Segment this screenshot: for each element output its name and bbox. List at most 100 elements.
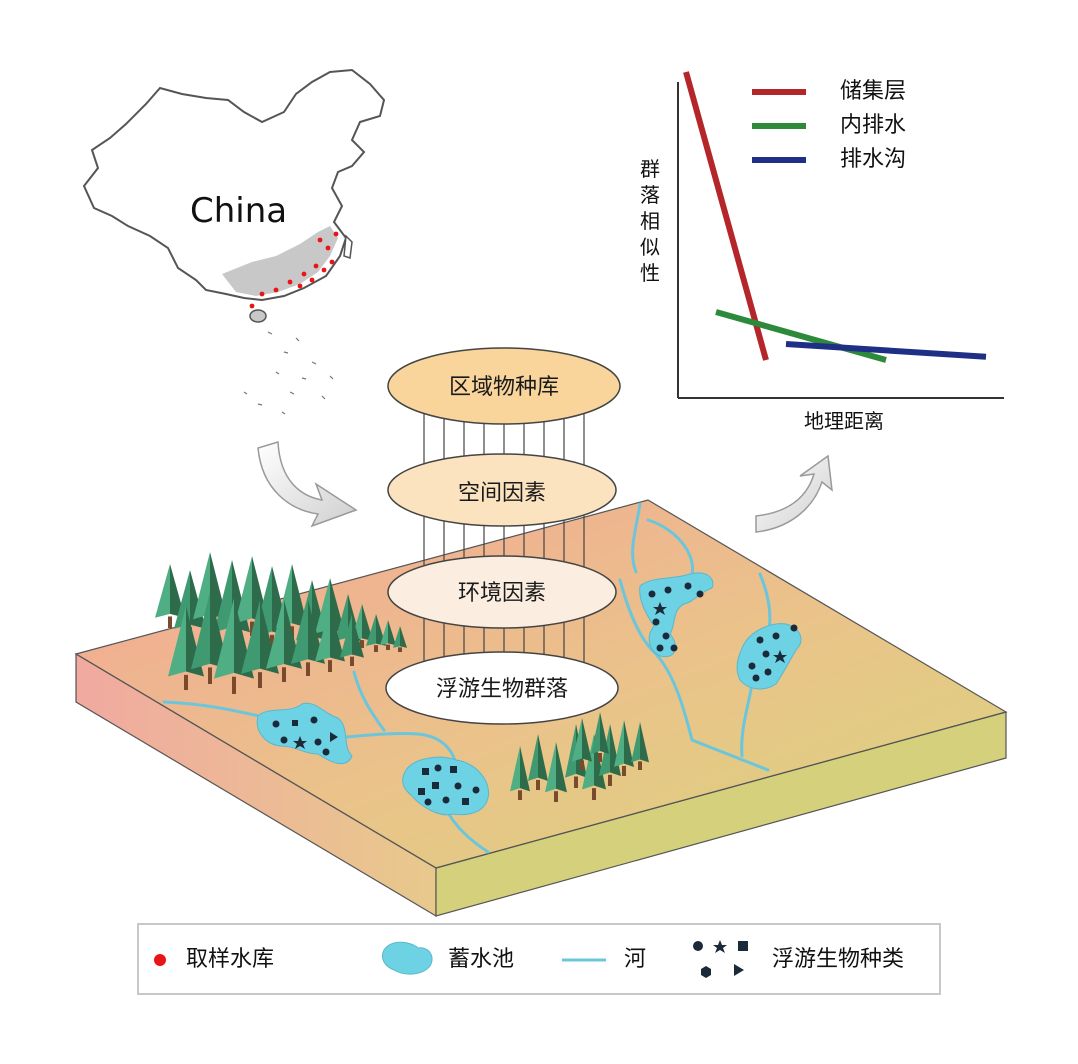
- sampling-site-dot: [301, 271, 307, 277]
- tree: [380, 620, 396, 650]
- river: [631, 502, 642, 574]
- china-map: China: [82, 68, 386, 415]
- species-circle: [790, 624, 798, 632]
- tree: [528, 734, 548, 790]
- layer-2-disc: [387, 453, 617, 527]
- legend-label-species: 浮游生物种类: [772, 947, 904, 972]
- y-axis-label-char: 似: [640, 235, 660, 259]
- species-circle: [752, 674, 760, 682]
- china-outline: [82, 68, 386, 302]
- layer-3-label: 环境因素: [458, 581, 546, 606]
- species-circle: [748, 662, 756, 670]
- species-circle: [472, 786, 480, 794]
- layer-4-label: 浮游生物群落: [436, 677, 568, 702]
- south-china-shade: [222, 226, 338, 296]
- layer-4-disc: [385, 651, 619, 725]
- tree: [315, 606, 345, 672]
- species-shapes-icon: [693, 940, 748, 978]
- tree: [582, 734, 606, 800]
- tree: [291, 600, 325, 676]
- reservoir: [736, 623, 802, 690]
- y-axis-label-char: 落: [640, 183, 660, 207]
- arrow-down-right: [257, 441, 358, 528]
- species-square: [450, 766, 457, 773]
- map-legend: 取样水库 蓄水池 河 浮游生物种类: [137, 923, 941, 995]
- layer-stack: 浮游生物群落 环境因素 空间因素 区域物种库: [385, 347, 621, 725]
- tree: [214, 598, 254, 694]
- species-circle: [696, 590, 704, 598]
- river: [740, 682, 754, 758]
- series-line-2: [715, 309, 887, 363]
- sampling-sites: [249, 231, 339, 309]
- tree: [591, 712, 609, 762]
- sampling-site-dot: [309, 277, 315, 283]
- forest: [155, 552, 649, 802]
- series-line-3: [785, 341, 987, 360]
- legend-label-sampling: 取样水库: [186, 947, 274, 972]
- tree: [545, 742, 567, 802]
- x-axis-label: 地理距离: [804, 409, 884, 433]
- sampling-site-dot: [273, 287, 279, 293]
- legend-entry-3: 排水沟: [840, 147, 906, 172]
- species-square: [462, 798, 469, 805]
- species-star: [653, 602, 667, 615]
- map-label: China: [190, 191, 287, 231]
- reservoir: [256, 702, 353, 765]
- species-markers: [272, 582, 798, 806]
- legend-entry-1: 储集层: [840, 79, 906, 104]
- legend-label-reservoir: 蓄水池: [448, 947, 514, 972]
- arrow-up-right: [755, 454, 833, 533]
- species-square: [292, 720, 298, 726]
- river: [618, 578, 770, 772]
- sampling-site-dot: [297, 283, 303, 289]
- tree: [254, 566, 290, 650]
- sampling-site-dot: [321, 267, 327, 273]
- species-circle: [310, 716, 318, 724]
- species-circle: [272, 720, 280, 728]
- legend-box: [137, 923, 941, 995]
- species-circle: [442, 796, 450, 804]
- species-circle: [454, 782, 462, 790]
- species-triangle: [330, 732, 338, 742]
- species-circle: [756, 636, 764, 644]
- sampling-site-dot: [333, 231, 339, 237]
- sampling-site-dot: [313, 263, 319, 269]
- layer-1-disc: [387, 347, 621, 425]
- sampling-site-dot: [325, 245, 331, 251]
- species-circle: [764, 668, 772, 676]
- species-circle: [772, 632, 780, 640]
- species-circle: [314, 738, 322, 746]
- tree: [340, 614, 364, 666]
- legend-entry-2: 内排水: [840, 113, 906, 138]
- tree: [614, 720, 634, 776]
- land-top-edge: [74, 499, 1008, 869]
- y-axis-label: 群落相似性: [640, 157, 660, 285]
- species-circle: [648, 590, 656, 598]
- species-circle: [322, 748, 330, 756]
- species-star: [773, 650, 787, 663]
- reservoir: [639, 572, 714, 658]
- legend-label-river: 河: [624, 947, 646, 972]
- species-square: [422, 768, 429, 775]
- tree: [510, 746, 530, 800]
- species-square: [432, 782, 439, 789]
- tree: [631, 722, 649, 770]
- chart-series: [683, 71, 987, 363]
- species-circle: [652, 618, 660, 626]
- sampling-site-dot: [249, 303, 255, 309]
- species-circle: [762, 650, 770, 658]
- species-circle: [684, 582, 692, 590]
- tree: [393, 626, 407, 652]
- species-circle: [662, 632, 670, 640]
- chart-axes: [677, 82, 1004, 399]
- tree: [168, 606, 204, 690]
- species-circle: [664, 586, 672, 594]
- species-circle: [670, 644, 678, 652]
- sampling-site-dot: [259, 291, 265, 297]
- taiwan-island: [343, 234, 353, 260]
- y-axis-label-char: 相: [640, 209, 660, 233]
- species-circle: [434, 764, 442, 772]
- river: [332, 731, 458, 766]
